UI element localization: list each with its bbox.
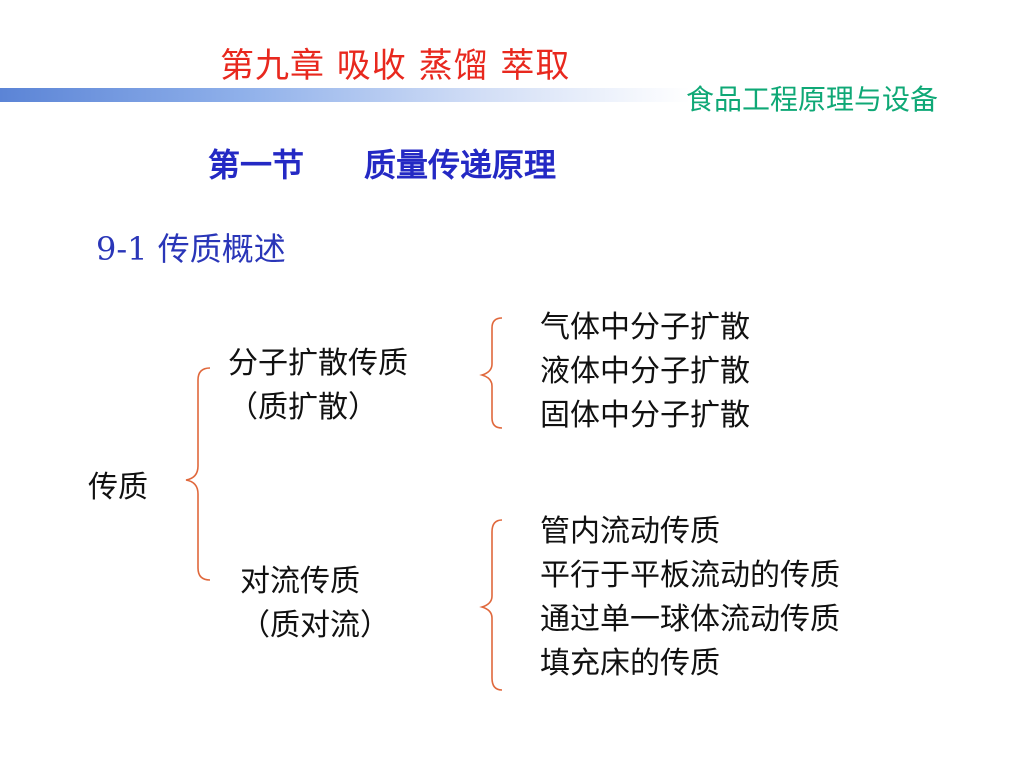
section-heading: 第一节 质量传递原理 <box>208 140 556 186</box>
header-gradient-bar <box>0 88 690 102</box>
list-item: 管内流动传质 <box>540 514 720 549</box>
list-item: 通过单一球体流动传质 <box>540 602 840 637</box>
convective-label-line2: （质对流） <box>240 608 390 643</box>
root-brace <box>185 367 211 581</box>
tree-root-label: 传质 <box>88 470 148 505</box>
list-item: 气体中分子扩散 <box>540 310 750 345</box>
molecular-diffusion-label: 分子扩散传质 （质扩散） <box>228 342 408 430</box>
molecular-label-line2: （质扩散） <box>228 390 378 425</box>
convective-items-list: 管内流动传质 平行于平板流动的传质 通过单一球体流动传质 填充床的传质 <box>540 510 840 686</box>
section-label: 第一节 <box>208 146 305 184</box>
chapter-title: 第九章 吸收 蒸馏 萃取 <box>220 46 571 86</box>
list-item: 固体中分子扩散 <box>540 398 750 433</box>
section-title: 质量传递原理 <box>364 146 557 184</box>
list-item: 液体中分子扩散 <box>540 354 750 389</box>
molecular-brace <box>479 317 503 429</box>
list-item: 平行于平板流动的传质 <box>540 558 840 593</box>
course-name: 食品工程原理与设备 <box>686 83 939 116</box>
list-item: 填充床的传质 <box>540 646 720 681</box>
subsection-heading: 9-1 传质概述 <box>96 230 286 268</box>
convective-brace <box>479 519 503 691</box>
convective-label-line1: 对流传质 <box>240 564 360 599</box>
convective-transfer-label: 对流传质 （质对流） <box>240 560 390 648</box>
molecular-items-list: 气体中分子扩散 液体中分子扩散 固体中分子扩散 <box>540 306 750 438</box>
molecular-label-line1: 分子扩散传质 <box>228 346 408 381</box>
